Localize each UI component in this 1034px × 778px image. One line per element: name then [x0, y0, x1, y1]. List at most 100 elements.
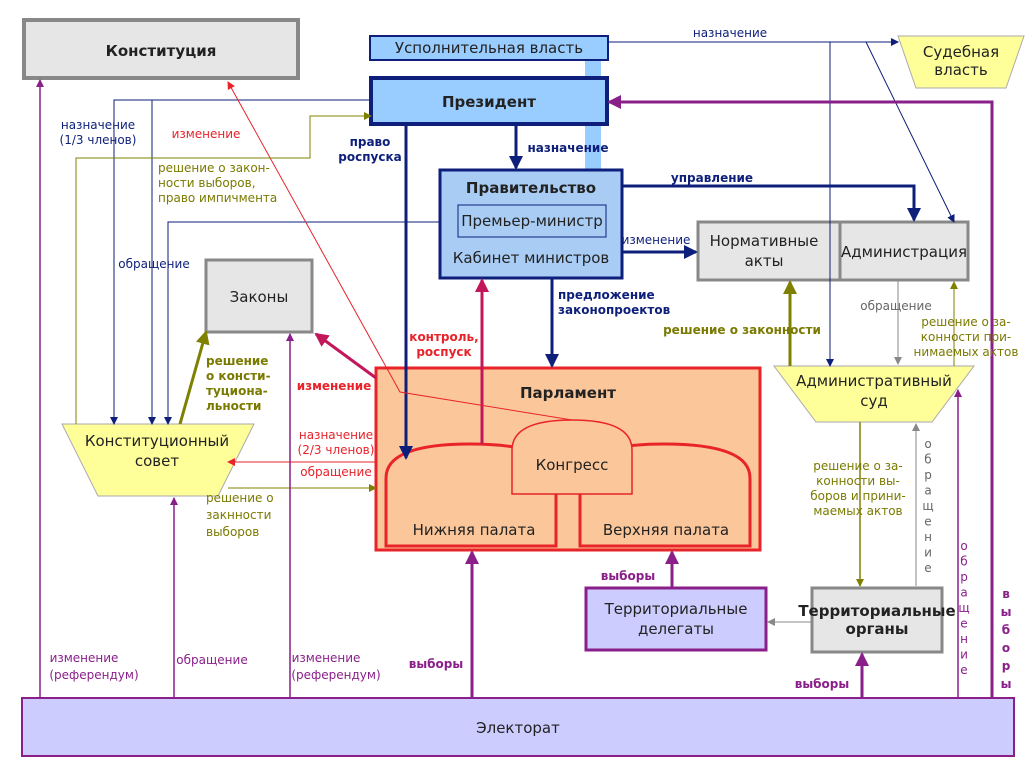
navy-connectors [110, 38, 955, 425]
label-control-1: контроль, [409, 330, 478, 344]
president-node: Президент [369, 76, 609, 126]
normative-acts-label-2: акты [745, 252, 784, 270]
electorate-label: Электорат [476, 719, 560, 737]
elections-vertical-letter: в [1002, 587, 1010, 601]
lower-house-label: Нижняя палата [413, 521, 536, 539]
terr-delegates-label-2: делегаты [638, 620, 714, 638]
label-decision-terr-3: боров и прини- [810, 489, 905, 503]
appeal-vertical-gray-letter: е [924, 515, 931, 529]
label-change-ref-mid-2: (референдум) [291, 668, 380, 682]
label-decision-terr-1: решение о за- [813, 459, 902, 473]
label-change-gov: изменение [622, 233, 691, 247]
appeal-vertical-purple-letter: р [960, 570, 968, 584]
label-decision-legal-1: решение о закон- [158, 161, 270, 175]
olive-connectors [75, 112, 377, 492]
gray-connectors [767, 280, 920, 626]
government-node: Правительство Премьер-министр Кабинет ми… [438, 168, 624, 280]
government-label: Правительство [466, 179, 596, 197]
admin-court-node: Административный суд [773, 365, 975, 423]
terr-organs-label-1: Территориальные [798, 602, 955, 620]
label-decision-acts-3: нимаемых актов [914, 345, 1019, 359]
label-change-laws: изменение [297, 379, 372, 393]
electorate-node: Электорат [21, 697, 1015, 757]
terr-delegates-label-1: Территориальные [604, 600, 748, 618]
appeal-vertical-gray-letter: р [924, 468, 932, 482]
exec-power-node: Усполнительная власть [369, 35, 609, 61]
parliament-label: Парламент [520, 384, 616, 402]
admin-court-label-2: суд [860, 392, 888, 410]
label-decision-legality: решение о законности [663, 323, 821, 337]
laws-node: Законы [204, 258, 314, 334]
appeal-vertical-gray-letter: и [924, 546, 932, 560]
normative-acts-node: Нормативные акты [696, 220, 842, 282]
label-decision-const-3: туциона- [206, 384, 268, 398]
label-decision-acts-1: решение о за- [921, 315, 1010, 329]
appeal-vertical-gray-letter: н [924, 530, 932, 544]
label-appeal-left: обращение [118, 257, 189, 271]
cabinet-label: Кабинет министров [453, 249, 610, 267]
const-council-node: Конституционный совет [61, 423, 255, 497]
label-control-2: роспуск [416, 345, 471, 359]
label-decision-legal-3: право импичмента [158, 191, 277, 205]
red-connectors [227, 81, 573, 466]
appeal-vertical-gray-letter: е [924, 561, 931, 575]
administration-label: Администрация [841, 243, 967, 261]
appeal-vertical-gray-letter: а [924, 484, 931, 498]
label-appoint-23-2: (2/3 членов) [298, 443, 375, 457]
judicial-label-2: власть [934, 61, 987, 79]
label-change-ref-left-2: (референдум) [49, 668, 138, 682]
appeal-vertical-purple-letter: н [960, 632, 968, 646]
label-decision-elect-1: решение о [206, 491, 274, 505]
label-elections-delegates: выборы [601, 569, 656, 583]
label-appoint-top: назначение [693, 26, 767, 40]
label-appeal-admin: обращение [860, 299, 931, 313]
appeal-vertical-purple-letter: е [960, 663, 967, 677]
label-right-dissolve-2: роспуска [338, 150, 401, 164]
exec-power-label: Усполнительная власть [395, 39, 583, 57]
terr-organs-node: Территориальные органы [798, 586, 956, 654]
label-elections-terr: выборы [795, 677, 850, 691]
judicial-node: Судебная власть [897, 35, 1025, 89]
const-council-label-1: Конституционный [85, 432, 229, 450]
appeal-vertical-purple-letter: а [960, 586, 967, 600]
prime-minister-label: Премьер-министр [461, 212, 602, 230]
label-change-ref-mid-1: изменение [292, 651, 361, 665]
label-elections-parl: выборы [409, 657, 464, 671]
label-bills-1: предложение [558, 288, 655, 302]
crimson-connectors [314, 278, 489, 444]
administration-node: Администрация [838, 220, 970, 282]
label-decision-elect-3: выборов [206, 525, 259, 539]
label-appoint-gov: назначение [528, 141, 609, 155]
label-decision-elect-2: закнности [206, 508, 271, 522]
label-bills-2: законопроектов [558, 303, 671, 317]
navy-thick-connectors [399, 124, 921, 460]
appeal-vertical-gray-letter: о [924, 437, 931, 451]
purple-thick-connectors [465, 95, 994, 698]
label-change-ref-left-1: изменение [50, 651, 119, 665]
appeal-vertical-purple-letter: е [960, 617, 967, 631]
judicial-label-1: Судебная [923, 43, 999, 61]
president-label: Президент [442, 93, 536, 111]
appeal-vertical-purple-letter: б [960, 555, 967, 569]
terr-organs-label-2: органы [846, 620, 909, 638]
constitution-node: Конституция [22, 18, 300, 80]
elections-vertical-letter: ы [1001, 677, 1012, 691]
label-decision-const-4: льности [206, 399, 261, 413]
label-appoint-13-1: назначение [61, 118, 135, 132]
label-appoint-13-2: (1/3 членов) [60, 133, 137, 147]
constitution-label: Конституция [106, 42, 217, 60]
label-decision-const-1: решение [206, 354, 268, 368]
olive-thick-connectors [178, 280, 797, 425]
terr-delegates-node: Территориальные делегаты [584, 586, 768, 652]
parliament-node: Парламент Нижняя палата Верхняя палата К… [374, 366, 762, 552]
label-management: управление [671, 171, 753, 185]
label-decision-terr-2: конности вы- [816, 474, 900, 488]
label-decision-acts-2: конности при- [921, 330, 1011, 344]
upper-house-label: Верхняя палата [603, 521, 729, 539]
congress-label: Конгресс [536, 456, 609, 474]
appeal-vertical-gray-letter: щ [922, 499, 933, 513]
label-right-dissolve-1: право [350, 135, 391, 149]
normative-acts-label-1: Нормативные [710, 232, 819, 250]
elections-vertical-letter: б [1002, 623, 1010, 637]
